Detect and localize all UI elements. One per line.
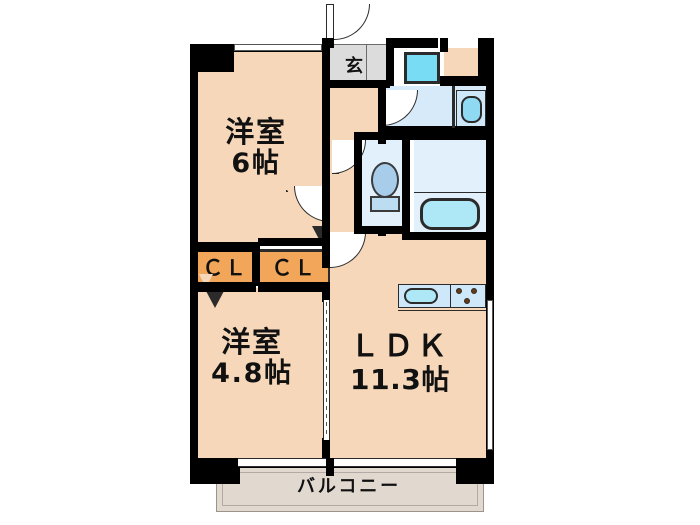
bedroom-main-window	[234, 44, 322, 51]
kitchen-counter-edge	[398, 310, 486, 311]
kitchen-counter-divider	[450, 284, 451, 308]
ldk-balcony-window	[334, 458, 456, 467]
closet-right-label: ＣＬ	[271, 256, 317, 280]
room-partition-hatch	[326, 302, 327, 438]
stove-burner-3	[464, 298, 470, 304]
washing-machine-space	[404, 52, 440, 84]
bedroom-second-label: 洋室 4.8帖	[192, 325, 312, 389]
entrance-shoe-box	[366, 44, 390, 86]
wall-entrance-bottom	[322, 80, 390, 88]
wall-entrance-top	[322, 38, 334, 48]
wall-closet-divider	[252, 242, 260, 286]
bedroom-second-name: 洋室	[221, 325, 283, 359]
bedroom-second-floor	[196, 288, 330, 466]
closet-left-fold-chevron-icon	[199, 274, 224, 308]
stove-burner-2	[471, 288, 477, 294]
wall-left-outer	[190, 44, 198, 474]
balcony-inner-outline	[222, 472, 478, 506]
bedroom-main-name: 洋室	[225, 115, 287, 149]
wall-entrance-right	[386, 38, 394, 86]
bedroom-second-area: 4.8帖	[211, 357, 293, 389]
bedroom-main-area: 6帖	[231, 147, 281, 179]
bedroom-second-balcony-window	[238, 458, 326, 467]
wall-bedroom-second-right	[322, 282, 330, 302]
wall-washroom-bottom	[378, 126, 490, 134]
toilet-bowl	[371, 162, 399, 198]
bedroom-main-secondary-door-swing-icon	[286, 190, 288, 192]
entrance-door-leaf	[326, 4, 334, 40]
bedroom-main-label: 洋室 6帖	[196, 115, 316, 179]
wall-storage-bottom	[440, 76, 486, 86]
wall-bedroom-second-right-lower	[322, 438, 330, 464]
wall-bath-top	[402, 132, 488, 140]
wall-bottom-right-corner	[456, 458, 494, 484]
ldk-side-window	[487, 300, 493, 450]
wall-basin-alcove	[452, 86, 455, 128]
stove-burner-1	[456, 288, 462, 294]
wall-bottom-center-pier	[326, 458, 334, 476]
wall-toilet-left	[354, 134, 362, 234]
wall-closet-right-top	[258, 238, 330, 246]
ldk-name: ＬＤＫ	[349, 329, 451, 364]
wall-closet-right-bottom	[258, 282, 330, 292]
ldk-label: ＬＤＫ 11.3帖	[335, 329, 465, 396]
wall-toilet-top	[354, 132, 410, 140]
entrance-door-swing-icon	[334, 4, 370, 40]
wall-corridor-right-lower	[378, 226, 386, 236]
kitchen-sink	[404, 288, 438, 304]
wall-top-right	[388, 38, 438, 48]
wall-storage-left	[440, 38, 448, 52]
bathroom-divider	[414, 192, 486, 193]
bathtub	[420, 198, 480, 230]
wall-bath-bottom	[402, 232, 488, 240]
wash-basin	[461, 96, 482, 123]
wall-corridor-left	[322, 48, 330, 268]
entrance-label: 玄	[345, 56, 363, 77]
wall-between-bedrooms	[190, 242, 256, 252]
toilet-tank	[370, 196, 400, 212]
balcony-label: バルコニー	[296, 476, 402, 497]
wall-closet-left-bottom	[190, 282, 256, 292]
wall-right-outer	[486, 38, 494, 474]
wall-corridor-right-upper	[378, 86, 386, 144]
ldk-area: 11.3帖	[350, 362, 450, 396]
wall-toilet-right	[402, 132, 410, 234]
